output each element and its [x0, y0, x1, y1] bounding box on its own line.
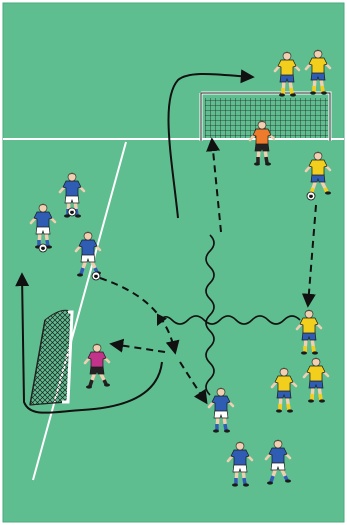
ball [92, 272, 100, 280]
ball [68, 208, 76, 216]
ball [39, 244, 47, 252]
ball [307, 192, 315, 200]
